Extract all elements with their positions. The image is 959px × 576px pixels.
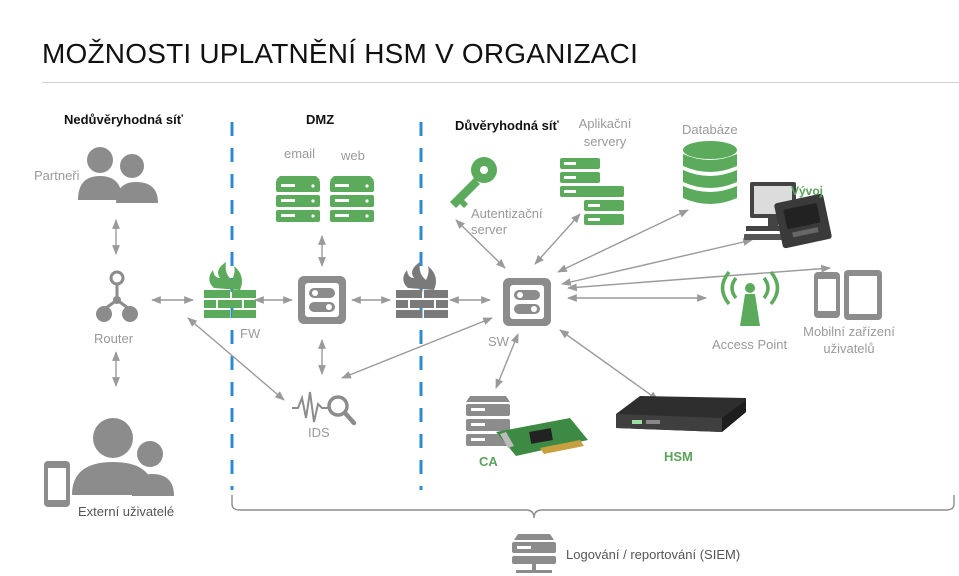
fw-label: FW (240, 326, 261, 341)
partners-label: Partneři (34, 168, 80, 183)
hsm-label: HSM (664, 449, 693, 464)
router-label: Router (94, 331, 134, 346)
computer-icon (744, 182, 832, 249)
auth-server-label-line1: Autentizační (471, 206, 543, 221)
arrow-sw-ca (495, 333, 519, 389)
phone-icon (814, 272, 840, 318)
zone-trusted-label: Důvěryhodná síť (455, 118, 559, 133)
key-icon (450, 157, 497, 208)
email-server-icon (276, 176, 320, 222)
ca-label: CA (479, 454, 498, 469)
logging-bracket (231, 495, 955, 519)
external-users-icon (72, 418, 174, 496)
database-icon (683, 141, 737, 204)
sw-label: SW (488, 334, 509, 349)
email-label: email (284, 146, 316, 161)
access-point-icon (720, 270, 780, 326)
arrow-sw-ids (341, 317, 493, 379)
auth-server-label-line2: server (471, 222, 508, 237)
core-switch-icon (503, 278, 551, 326)
external-phone-icon (44, 461, 70, 507)
firewall-icon-gray (396, 262, 448, 318)
zone-dmz-label: DMZ (306, 112, 335, 127)
mobile-label-line1: Mobilní zařízení (803, 324, 895, 339)
pci-card-icon (496, 418, 588, 456)
arrow-app-sw (534, 213, 581, 265)
arrow-sw-mobile (567, 264, 831, 292)
mobile-label-line2: uživatelů (823, 341, 875, 356)
ca-server-icon (466, 396, 510, 446)
title-divider (42, 82, 959, 83)
firewall-icon-green (204, 262, 256, 318)
ids-label: IDS (308, 425, 330, 440)
hsm-appliance-icon (616, 396, 746, 432)
partners-users-icon (78, 147, 158, 203)
zone-untrusted-label: Nedůvěryhodná síť (64, 112, 183, 127)
access-point-label: Access Point (712, 337, 788, 352)
external-users-label: Externí uživatelé (78, 504, 175, 519)
web-label: web (341, 148, 365, 163)
router-icon (96, 270, 138, 322)
arrow-auth-sw (455, 219, 506, 269)
page-title: MOŽNOSTI UPLATNĚNÍ HSM V ORGANIZACI (42, 38, 639, 69)
web-server-icon (330, 176, 374, 222)
application-servers-icon (560, 158, 624, 225)
connection-arrows (112, 209, 831, 401)
app-servers-label-line2: servery (583, 134, 627, 149)
dmz-switch-icon (298, 276, 346, 324)
logging-server-icon (512, 534, 556, 573)
app-servers-label-line1: Aplikační (578, 116, 632, 131)
arrow-fw1-ids (187, 317, 285, 401)
databases-label: Databáze (682, 122, 738, 137)
arrow-sw-hsm (559, 329, 659, 401)
ids-icon (292, 391, 357, 426)
logging-label: Logování / reportování (SIEM) (566, 547, 741, 562)
dev-label: Vývoj (791, 184, 824, 198)
tablet-icon (844, 270, 882, 320)
